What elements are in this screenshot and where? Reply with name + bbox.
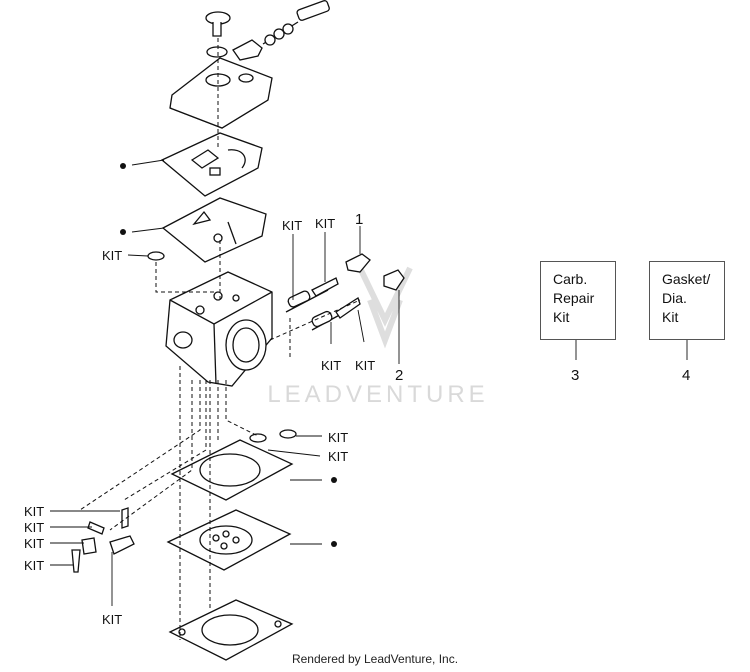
bullet-dots (120, 163, 337, 547)
guide-lines (79, 38, 361, 640)
kit-label-inlet-1: KIT (24, 504, 44, 519)
pump-cover (169, 57, 273, 129)
callout-number-2: 2 (395, 367, 403, 384)
metering-cover (168, 599, 294, 661)
mixture-needle-low (311, 297, 361, 331)
limiter-caps (345, 253, 405, 291)
leader-lines (50, 159, 688, 606)
metering-diaphragm (166, 509, 292, 571)
check-disc (249, 433, 267, 443)
kit-label-needle-high: KIT (282, 218, 302, 233)
screen-plug (147, 251, 165, 261)
kit-label-disc-1: KIT (328, 430, 348, 445)
adjust-needle (262, 0, 330, 46)
bullet-dot (120, 229, 126, 235)
mixture-needle-high (285, 277, 339, 313)
inlet-needle-parts (71, 507, 135, 573)
kit-label-lever: KIT (102, 612, 122, 627)
carb-repair-kit-box[interactable]: Carb. Repair Kit (540, 261, 616, 340)
carburetor-body (165, 271, 273, 387)
kit-label-inlet-4: KIT (24, 558, 44, 573)
top-screw (205, 11, 231, 37)
kit-label-screen: KIT (102, 248, 122, 263)
gasket-top (160, 132, 263, 197)
pump-diaphragm (161, 197, 267, 263)
metering-gasket (170, 439, 294, 501)
kit-label-seat: KIT (355, 358, 375, 373)
gasket-dia-kit-box[interactable]: Gasket/ Dia. Kit (649, 261, 725, 340)
callout-number-3: 3 (571, 367, 579, 384)
bullet-dot (120, 163, 126, 169)
watermark: LEADVENTURE (267, 266, 488, 408)
bullet-dot (331, 541, 337, 547)
bullet-dot (331, 477, 337, 483)
kit-label-inlet-3: KIT (24, 536, 44, 551)
watermark-text: LEADVENTURE (267, 381, 488, 408)
callout-number-4: 4 (682, 367, 690, 384)
kit-label-spring: KIT (321, 358, 341, 373)
kit-label-inlet-2: KIT (24, 520, 44, 535)
lever-arm (206, 39, 263, 61)
kit-label-needle-low: KIT (315, 216, 335, 231)
callout-number-1: 1 (355, 211, 363, 228)
footer-credit: Rendered by LeadVenture, Inc. (291, 652, 459, 666)
callout-labels: KIT KIT KIT 1 KIT KIT 2 KIT KIT KIT KIT … (24, 211, 690, 627)
screen-disc (279, 429, 297, 439)
kit-label-disc-2: KIT (328, 449, 348, 464)
